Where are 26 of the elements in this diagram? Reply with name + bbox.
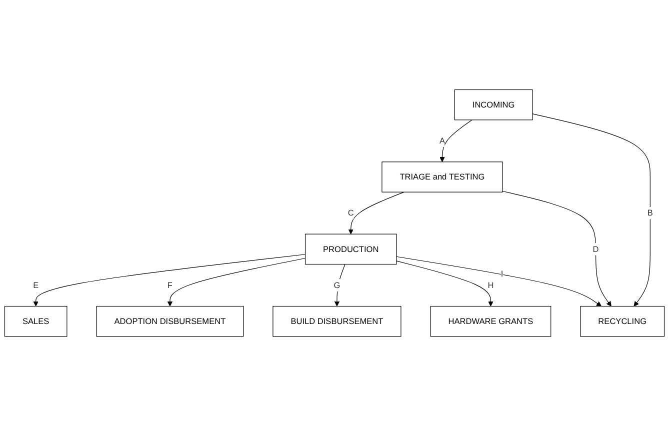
arrow	[396, 261, 494, 307]
arrow	[502, 191, 612, 307]
node-box: ADOPTION DISBURSEMENT	[96, 306, 244, 338]
arrow	[396, 256, 602, 307]
arrow	[167, 258, 306, 307]
edge-label: A	[439, 136, 445, 146]
arrow	[334, 264, 346, 307]
edge-label: F	[167, 280, 172, 290]
arrow	[348, 192, 404, 235]
node-box: SALES	[4, 306, 68, 338]
edge-label: H	[488, 280, 494, 290]
arrow	[440, 120, 472, 163]
arrow	[33, 254, 306, 307]
node-box: INCOMING	[454, 90, 533, 121]
node-box: RECYCLING	[580, 306, 665, 338]
edge-label: E	[33, 280, 39, 290]
arrow	[532, 114, 650, 307]
edge-label: D	[592, 244, 599, 254]
edge-label: G	[334, 280, 340, 290]
edge-label: C	[348, 208, 354, 218]
node-box: TRIAGE and TESTING	[382, 162, 503, 193]
edge-label: I	[500, 269, 504, 279]
node-box: PRODUCTION	[304, 234, 397, 265]
node-box: HARDWARE GRANTS	[430, 306, 552, 338]
node-box: BUILD DISBURSEMENT	[272, 306, 402, 338]
edge-label: B	[647, 208, 653, 218]
